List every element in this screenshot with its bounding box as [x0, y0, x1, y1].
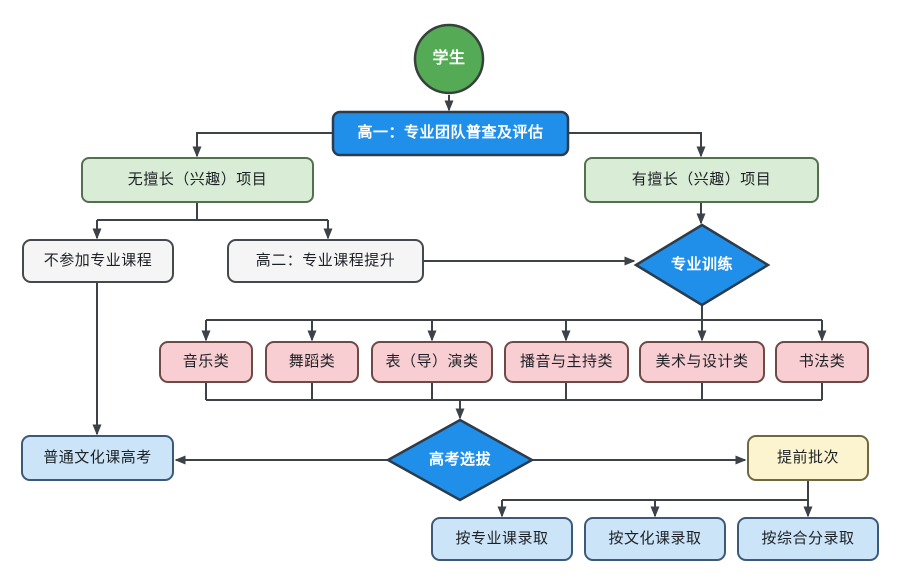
admission-major-box: [431, 517, 573, 561]
early-batch-box: [747, 435, 869, 481]
edge-grade1-hasspecialty: [568, 132, 706, 158]
has-specialty-box: [584, 157, 819, 203]
admission-culture-box: [584, 517, 726, 561]
gaokao-diamond: [385, 418, 535, 502]
admission-composite-box: [737, 517, 879, 561]
edge-group: [92, 95, 827, 518]
grade1-box: [331, 110, 570, 157]
category-broadcast-box: [504, 341, 629, 383]
category-calligraphy-box: [775, 341, 869, 383]
no-course-box: [22, 239, 174, 283]
student-circle: [413, 23, 485, 95]
edge-grade1-nospecialty: [192, 132, 333, 158]
category-music-box: [159, 341, 253, 383]
category-art-box: [639, 341, 765, 383]
training-diamond: [633, 223, 771, 307]
category-acting-box: [371, 341, 493, 383]
grade2-box: [227, 239, 424, 283]
category-dance-box: [265, 341, 359, 383]
regular-gaokao-box: [21, 435, 174, 481]
no-specialty-box: [81, 157, 314, 203]
